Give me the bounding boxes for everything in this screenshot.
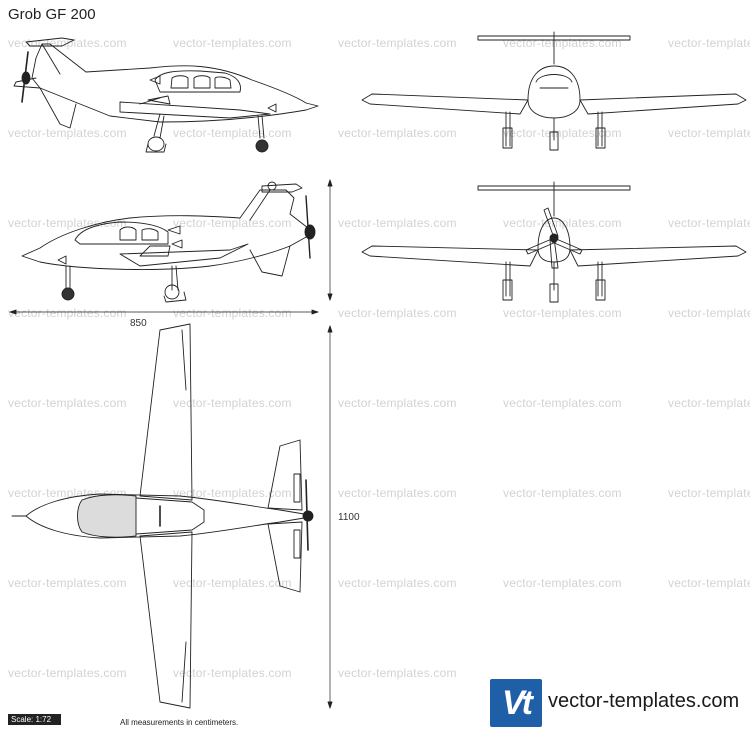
- length-dimension-label: 1100: [338, 512, 360, 523]
- side-view-left: [13, 37, 319, 153]
- rear-view: [361, 181, 747, 303]
- logo-letters: Vt: [502, 684, 533, 722]
- wingspan-dimension-label: 850: [130, 318, 147, 329]
- measurement-note: All measurements in centimeters.: [120, 718, 239, 727]
- front-view: [361, 31, 747, 151]
- side-view-right: [9, 179, 333, 315]
- top-view: [11, 323, 333, 709]
- scale-label: Scale: 1:72: [8, 714, 61, 725]
- page-title: Grob GF 200: [8, 6, 96, 23]
- logo-text[interactable]: vector-templates.com: [548, 690, 740, 712]
- vector-templates-logo[interactable]: Vt: [490, 679, 542, 727]
